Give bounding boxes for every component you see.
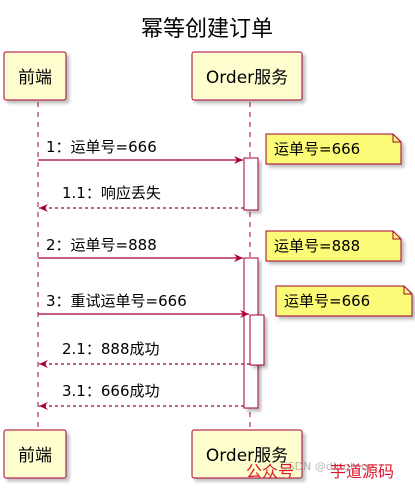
- note-1: [265, 133, 402, 165]
- message-label-1: 1：运单号=666: [46, 138, 157, 156]
- diagram-title: 幂等创建订单: [141, 17, 273, 42]
- participant-order-top: Order服务: [191, 51, 303, 101]
- participant-order-bottom: Order服务: [191, 429, 303, 479]
- watermark-part2: 芋道源码: [330, 462, 394, 481]
- message-label-2-1: 2.1：888成功: [62, 340, 160, 358]
- note-1-text: 运单号=666: [274, 140, 360, 158]
- message-label-2: 2：运单号=888: [46, 236, 157, 254]
- watermark-part1: 公众号: [246, 462, 294, 481]
- note-2-text: 运单号=888: [274, 237, 360, 255]
- message-label-3: 3：重试运单号=666: [46, 292, 187, 310]
- note-3: [275, 285, 413, 317]
- watermark-faint: CSDN @dingtone: [280, 460, 375, 473]
- participant-frontend-bottom: 前端: [3, 429, 67, 479]
- participant-frontend-top: 前端: [3, 51, 67, 101]
- note-2: [265, 230, 402, 262]
- message-label-1-1: 1.1：响应丢失: [62, 184, 161, 202]
- participant-order-label-bottom: Order服务: [206, 446, 288, 466]
- activation-bar-1: [243, 157, 259, 211]
- participant-frontend-label-bottom: 前端: [18, 446, 52, 466]
- message-label-3-1: 3.1：666成功: [62, 382, 160, 400]
- participant-order-label: Order服务: [206, 68, 288, 88]
- participant-frontend-label: 前端: [18, 68, 52, 88]
- note-3-text: 运单号=666: [284, 292, 370, 310]
- activation-bar-3: [249, 314, 265, 366]
